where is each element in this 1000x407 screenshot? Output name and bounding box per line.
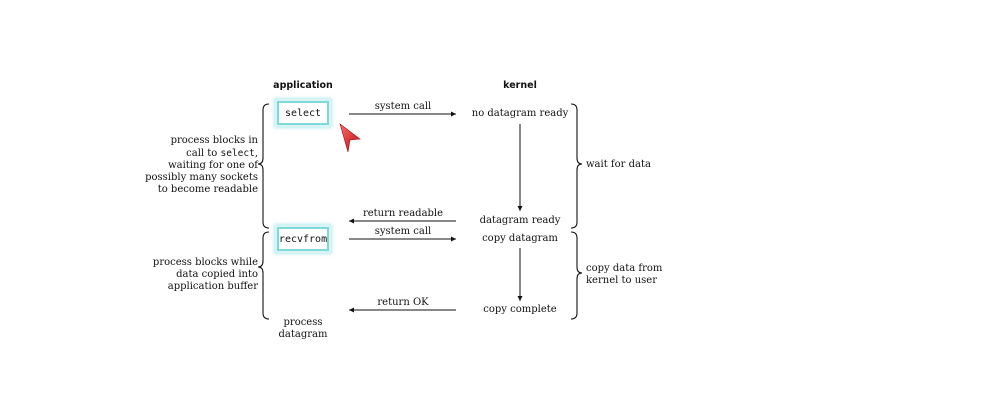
brace-right-copy: [570, 231, 583, 320]
select-call-box: select: [277, 101, 329, 125]
note-copy-data-line1: copy data from: [586, 263, 663, 274]
note-blocks-select-line4: possibly many sockets: [145, 172, 258, 183]
note-line2-prefix: call to: [186, 148, 221, 159]
label-return-ok: return OK: [377, 297, 429, 308]
process-datagram-line1: process: [283, 317, 323, 328]
recvfrom-call-label: recvfrom: [278, 233, 328, 245]
process-datagram-line2: datagram: [278, 329, 328, 340]
select-call-label: select: [284, 107, 322, 119]
note-blocks-select-line1: process blocks in: [170, 135, 258, 146]
brace-left-select: [257, 103, 270, 229]
note-blocks-copy-line1: process blocks while: [152, 257, 258, 268]
note-blocks-copy-line2: data copied into: [176, 269, 258, 280]
label-system-call-2: system call: [374, 226, 432, 237]
note-line2-code: select: [220, 148, 255, 159]
state-no-datagram-ready: no datagram ready: [471, 108, 569, 119]
state-copy-complete: copy complete: [483, 304, 557, 315]
note-line2-suffix: ,: [254, 148, 258, 159]
note-blocks-select-line5: to become readable: [157, 184, 258, 195]
note-blocks-select-line2: call to select,: [186, 148, 258, 160]
recvfrom-call-box: recvfrom: [277, 227, 329, 251]
brace-left-copy: [257, 231, 270, 320]
note-blocks-select-line3: waiting for one of: [168, 160, 258, 171]
brace-right-wait: [570, 103, 583, 229]
red-pointer-icon: [339, 123, 361, 153]
note-copy-data-line2: kernel to user: [586, 275, 657, 286]
state-copy-datagram: copy datagram: [482, 233, 558, 244]
note-blocks-copy-line3: application buffer: [167, 281, 258, 292]
label-return-readable: return readable: [362, 208, 444, 219]
label-system-call-1: system call: [374, 101, 432, 112]
header-application: application: [273, 80, 333, 91]
state-datagram-ready: datagram ready: [479, 215, 561, 226]
note-wait-for-data: wait for data: [586, 159, 651, 170]
header-kernel: kernel: [503, 80, 537, 91]
